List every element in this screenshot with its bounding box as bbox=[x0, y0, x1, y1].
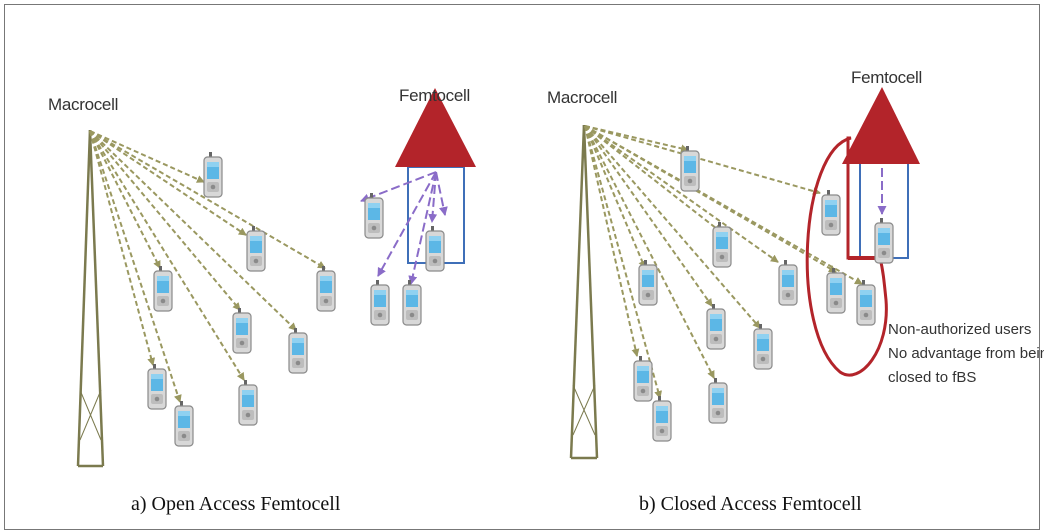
right-panel bbox=[569, 87, 920, 460]
macrocell-label-left: Macrocell bbox=[48, 95, 119, 114]
non-authorized-note: Non-authorized users No advantage from b… bbox=[888, 318, 1044, 390]
non-authorized-users-outline bbox=[805, 136, 888, 377]
macro-links-right bbox=[584, 125, 863, 399]
mobile-devices-left bbox=[147, 152, 445, 447]
mobile-devices-right bbox=[633, 146, 894, 442]
macro-links-left bbox=[89, 130, 326, 403]
macro-tower-left bbox=[76, 129, 105, 468]
femto-links-left bbox=[360, 171, 448, 285]
note-line-1: Non-authorized users bbox=[888, 321, 1032, 338]
note-line-2: No advantage from being bbox=[888, 345, 1044, 362]
note-line-3: closed to fBS bbox=[888, 369, 977, 386]
femtocell-label-left: Femtocell bbox=[399, 86, 470, 105]
caption-open-access: a) Open Access Femtocell bbox=[131, 493, 341, 515]
left-panel bbox=[76, 88, 476, 468]
femtocell-label-right: Femtocell bbox=[851, 68, 922, 87]
macrocell-label-right: Macrocell bbox=[547, 88, 618, 107]
macro-tower-right bbox=[569, 124, 599, 460]
caption-closed-access: b) Closed Access Femtocell bbox=[639, 493, 862, 515]
